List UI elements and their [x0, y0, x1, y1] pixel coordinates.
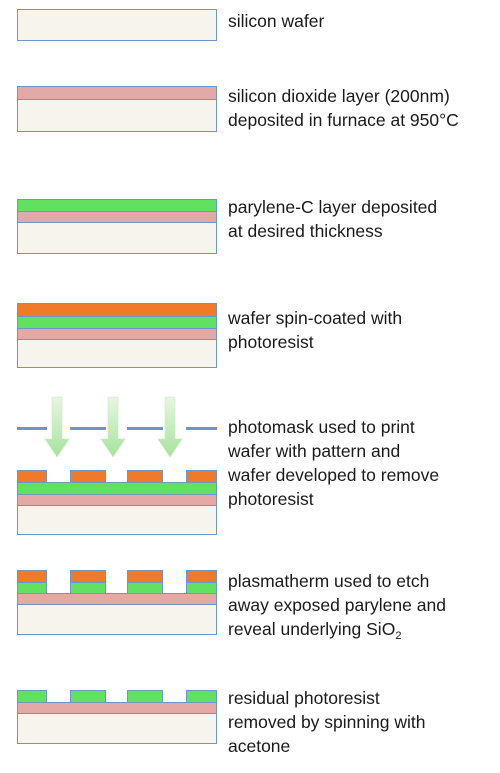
step-6-label: plasmatherm used to etch away exposed pa… — [228, 569, 496, 642]
step-5-label: photomask used to print wafer with patte… — [228, 415, 496, 511]
uv-arrow-icon — [44, 396, 70, 458]
silicon-wafer-layer — [17, 339, 217, 368]
photomask-segment — [127, 427, 163, 430]
photomask-segment — [17, 427, 47, 430]
step-1-label-line-1: silicon wafer — [228, 11, 325, 31]
step-7-label: residual photoresist removed by spinning… — [228, 686, 496, 758]
step-2-label-line-1: silicon dioxide layer (200nm) — [228, 86, 450, 106]
step-5-label-line-4: photoresist — [228, 489, 314, 509]
sio2-subscript: 2 — [395, 630, 402, 642]
step-7-label-line-2: removed by spinning with — [228, 712, 426, 732]
step-7-label-line-3: acetone — [228, 736, 291, 756]
step-2-label-line-2: deposited in furnace at 950°C — [228, 110, 459, 130]
uv-arrow-icon — [100, 396, 126, 458]
photomask-segment — [186, 427, 217, 430]
step-3-label-line-2: at desired thickness — [228, 221, 383, 241]
step-4-label: wafer spin-coated with photoresist — [228, 306, 496, 354]
silicon-wafer-layer — [17, 99, 217, 132]
silicon-wafer-layer — [17, 9, 217, 41]
step-6-label-line-1: plasmatherm used to etch — [228, 571, 430, 591]
step-3-label-line-1: parylene-C layer deposited — [228, 197, 438, 217]
step-2-label: silicon dioxide layer (200nm) deposited … — [228, 84, 496, 132]
photoresist-layer — [17, 303, 217, 317]
step-7-label-line-1: residual photoresist — [228, 688, 380, 708]
silicon-wafer-layer — [17, 604, 217, 635]
step-5-label-line-3: wafer developed to remove — [228, 465, 440, 485]
silicon-wafer-layer — [17, 222, 217, 254]
step-5-label-line-1: photomask used to print — [228, 417, 415, 437]
uv-light-arrows — [44, 396, 183, 458]
silicon-wafer-layer — [17, 713, 217, 744]
step-3-label: parylene-C layer deposited at desired th… — [228, 195, 496, 243]
step-4-label-line-2: photoresist — [228, 332, 314, 352]
uv-arrow-icon — [157, 396, 183, 458]
step-1-label: silicon wafer — [228, 9, 496, 33]
silicon-wafer-layer — [17, 505, 217, 535]
step-5-label-line-2: wafer with pattern and — [228, 441, 401, 461]
sio2-text: reveal underlying SiO — [228, 619, 396, 639]
photomask-segment — [70, 427, 106, 430]
step-6-label-line-3: reveal underlying SiO2 — [228, 617, 496, 642]
step-4-label-line-1: wafer spin-coated with — [228, 308, 403, 328]
oxide-layer — [17, 86, 217, 100]
step-6-label-line-2: away exposed parylene and — [228, 595, 446, 615]
